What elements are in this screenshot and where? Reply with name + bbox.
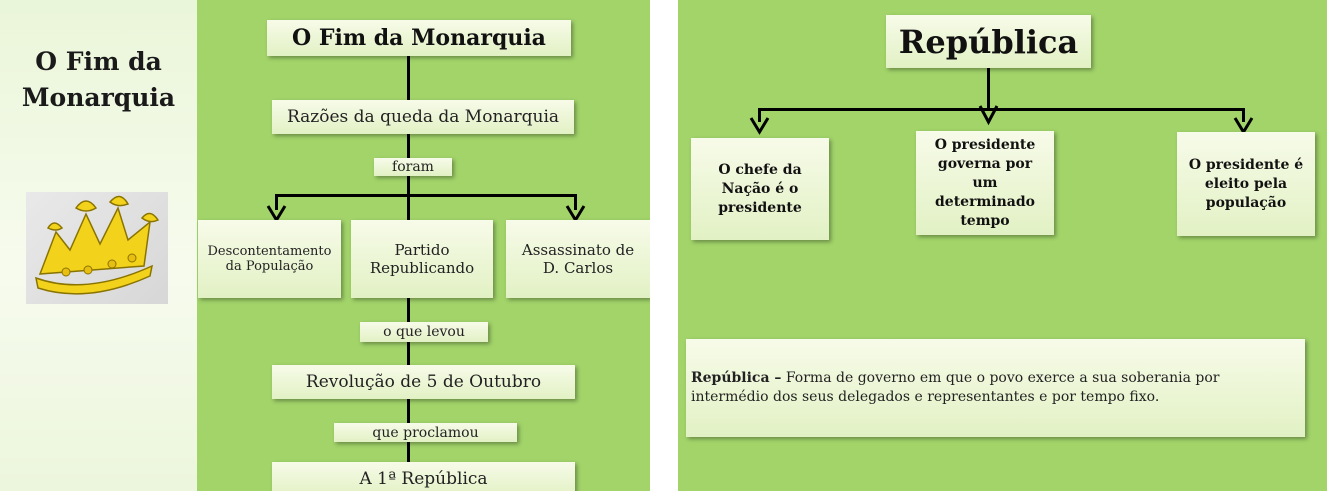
characteristic-line: presidente [718, 199, 802, 216]
revolution-text: Revolução de 5 de Outubro [305, 372, 542, 392]
sidebar-title: O Fim da Monarquia [0, 44, 197, 116]
definition-term: República – [691, 370, 782, 386]
connector-line [275, 194, 278, 210]
characteristic-box: O presidente governa por um determinado … [916, 131, 1054, 235]
cause-line: Republicando [369, 259, 475, 277]
diagram-area: O Fim da Monarquia Razões da queda da Mo… [197, 0, 650, 491]
cause-line: Descontentamento [207, 244, 332, 259]
cause-line: D. Carlos [542, 259, 614, 277]
foram-label: foram [374, 158, 452, 176]
cause-box: Descontentamento da População [198, 220, 341, 298]
cause-line: Partido [394, 241, 450, 259]
sidebar-title-line: Monarquia [21, 83, 176, 112]
cause-line: Assassinato de [521, 241, 635, 259]
slide-sidebar: O Fim da Monarquia [0, 0, 197, 491]
slide-fim-da-monarquia: O Fim da Monarquia [0, 0, 650, 491]
characteristic-line: governa por [937, 155, 1033, 172]
sidebar-title-line: O Fim da [35, 47, 162, 76]
characteristic-line: Nação é o [721, 180, 799, 197]
characteristic-line: tempo [960, 212, 1010, 229]
connector-line [1242, 108, 1245, 122]
connector-line [987, 68, 990, 110]
slide-republica: República O chefe da Nação é o president… [678, 0, 1327, 491]
characteristic-line: população [1205, 194, 1287, 211]
reasons-box: Razões da queda da Monarquia [272, 100, 574, 134]
diagram-title-text: O Fim da Monarquia [292, 25, 546, 51]
cause-box: Partido Republicando [351, 220, 493, 298]
crown-image [26, 192, 168, 304]
led-to-text: o que levou [383, 324, 465, 340]
connector-line [275, 194, 577, 197]
led-to-label: o que levou [360, 322, 488, 342]
republica-title-text: República [898, 22, 1079, 61]
characteristic-line: O chefe da [718, 161, 802, 178]
diagram-title: O Fim da Monarquia [267, 20, 571, 56]
definition-line: intermédio dos seus delegados e represen… [691, 389, 1160, 405]
proclaimed-label: que proclamou [334, 423, 517, 442]
characteristic-box: O presidente é eleito pela população [1177, 132, 1315, 236]
connector-line [574, 194, 577, 210]
revolution-box: Revolução de 5 de Outubro [272, 365, 575, 399]
connector-line [758, 108, 1245, 111]
characteristic-box: O chefe da Nação é o presidente [691, 138, 829, 240]
republic-box: A 1ª República [272, 462, 575, 491]
connector-line [407, 176, 410, 196]
reasons-text: Razões da queda da Monarquia [286, 107, 560, 127]
characteristic-line: O presidente [934, 136, 1036, 153]
characteristic-line: um [972, 174, 998, 191]
foram-text: foram [392, 159, 434, 175]
definition-box: República – Forma de governo em que o po… [686, 339, 1305, 437]
republica-title: República [886, 15, 1091, 68]
definition-line: República – Forma de governo em que o po… [691, 369, 1219, 388]
characteristic-line: determinado [935, 193, 1035, 210]
proclaimed-text: que proclamou [372, 424, 479, 441]
definition-text: Forma de governo em que o povo exerce a … [781, 370, 1220, 386]
crown-icon [35, 195, 160, 295]
connector-line [758, 108, 761, 122]
characteristic-line: O presidente é [1188, 156, 1304, 173]
cause-box: Assassinato de D. Carlos [506, 220, 650, 298]
cause-line: da População [225, 259, 314, 274]
connector-line [407, 56, 410, 100]
connector-line [407, 134, 410, 160]
republic-text: A 1ª República [359, 469, 488, 489]
characteristic-line: eleito pela [1204, 175, 1288, 192]
connector-line [407, 196, 410, 220]
